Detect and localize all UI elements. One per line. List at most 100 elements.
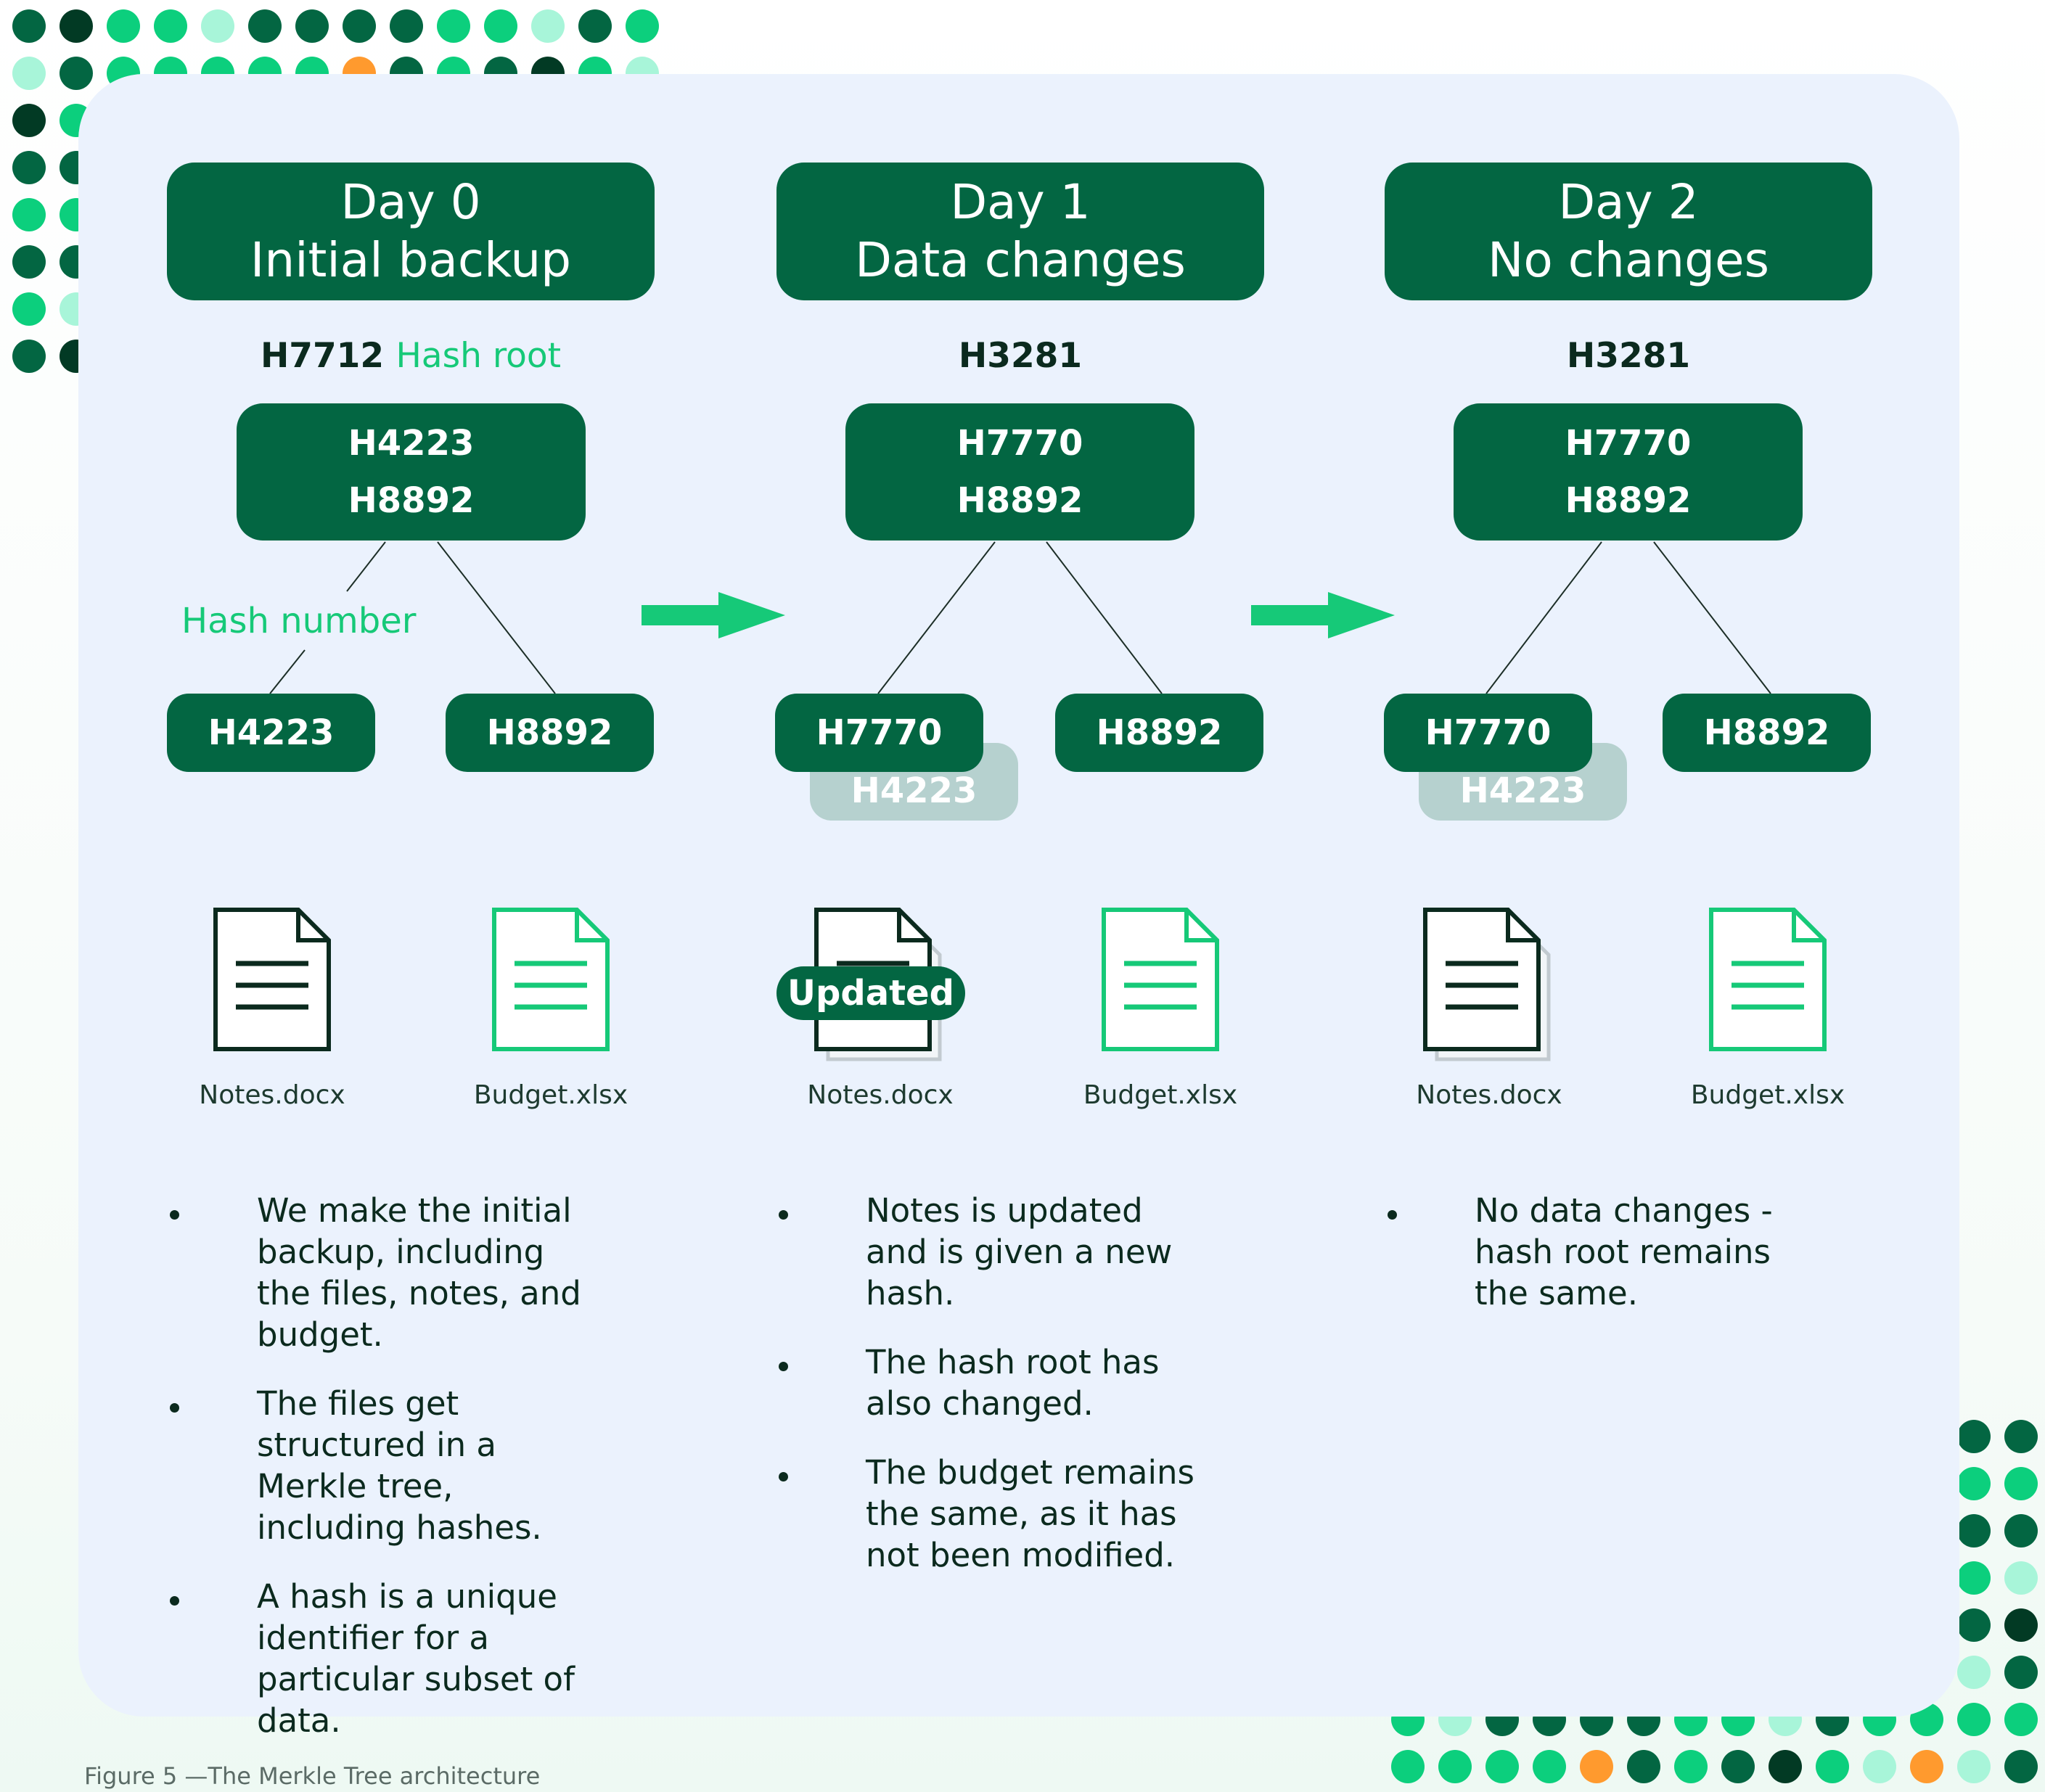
decorative-dot bbox=[1957, 1750, 1991, 1783]
decorative-dot bbox=[1391, 1750, 1425, 1783]
day-1-subtitle: Data changes bbox=[855, 232, 1186, 288]
decorative-dot bbox=[12, 198, 46, 231]
decorative-dot bbox=[1957, 1420, 1991, 1453]
decorative-dot bbox=[626, 9, 659, 43]
day-0-root-hash: H7712 bbox=[260, 336, 385, 376]
decorative-dot bbox=[295, 9, 329, 43]
decorative-dot bbox=[12, 292, 46, 326]
decorative-dot bbox=[1721, 1750, 1755, 1783]
decorative-dot bbox=[1910, 1750, 1943, 1783]
day-0-leaf-notes: H4223 bbox=[167, 694, 375, 772]
day-2-budget-filename: Budget.xlsx bbox=[1690, 1080, 1845, 1110]
list-item: Notes is updated and is given a new hash… bbox=[779, 1190, 1214, 1314]
day-1-parent-node: H7770 H8892 bbox=[845, 403, 1194, 541]
hash-number-note: Hash number bbox=[181, 601, 417, 641]
decorative-dot bbox=[2004, 1703, 2038, 1736]
decorative-dot bbox=[1957, 1561, 1991, 1595]
decorative-dot bbox=[1674, 1750, 1708, 1783]
day-1-parent-hash-1: H7770 bbox=[956, 422, 1083, 464]
day-0-leaf-budget: H8892 bbox=[446, 694, 654, 772]
list-item: The budget remains the same, as it has n… bbox=[779, 1452, 1214, 1576]
decorative-dot bbox=[60, 9, 93, 43]
day-0-root: H7712 Hash root bbox=[167, 332, 655, 380]
decorative-dot bbox=[390, 9, 423, 43]
decorative-dot bbox=[1485, 1750, 1519, 1783]
decorative-dot bbox=[2004, 1656, 2038, 1689]
diagram-panel bbox=[78, 74, 1959, 1717]
list-item: We make the initial backup, including th… bbox=[170, 1190, 605, 1355]
day-0-budget-filename: Budget.xlsx bbox=[473, 1080, 628, 1110]
decorative-dot bbox=[60, 57, 93, 90]
day-1-leaf-budget: H8892 bbox=[1055, 694, 1263, 772]
decorative-dot bbox=[2004, 1420, 2038, 1453]
decorative-dot bbox=[343, 9, 376, 43]
day-2-title: Day 2 bbox=[1558, 174, 1699, 230]
decorative-dot bbox=[2004, 1561, 2038, 1595]
figure-caption: Figure 5 —The Merkle Tree architecture bbox=[84, 1762, 541, 1790]
decorative-dot bbox=[1957, 1467, 1991, 1500]
day-2-subtitle: No changes bbox=[1487, 232, 1769, 288]
decorative-dot bbox=[2004, 1608, 2038, 1642]
decorative-dot bbox=[154, 9, 187, 43]
decorative-dot bbox=[1957, 1514, 1991, 1548]
day-0-notes-filename: Notes.docx bbox=[199, 1080, 345, 1110]
list-item: The files get structured in a Merkle tre… bbox=[170, 1383, 605, 1548]
list-item: A hash is a unique identifier for a part… bbox=[170, 1576, 605, 1741]
decorative-dot bbox=[1863, 1750, 1896, 1783]
decorative-dot bbox=[2004, 1467, 2038, 1500]
decorative-dot bbox=[12, 57, 46, 90]
day-2-leaf-budget: H8892 bbox=[1663, 694, 1871, 772]
day-2-notes-list: No data changes - hash root remains the … bbox=[1388, 1190, 1823, 1341]
day-1-budget-filename: Budget.xlsx bbox=[1083, 1080, 1238, 1110]
day-1-leaf-notes: H7770 bbox=[775, 694, 983, 772]
day-1-parent-hash-2: H8892 bbox=[956, 480, 1083, 521]
day-1-root-hash: H3281 bbox=[958, 336, 1083, 376]
list-item: No data changes - hash root remains the … bbox=[1388, 1190, 1823, 1314]
day-0-notes-list: We make the initial backup, including th… bbox=[170, 1190, 605, 1769]
decorative-dot bbox=[531, 9, 565, 43]
decorative-dot bbox=[437, 9, 470, 43]
decorative-dot bbox=[12, 245, 46, 279]
day-1-header: Day 1 Data changes bbox=[776, 163, 1264, 300]
day-0-parent-hash-1: H4223 bbox=[348, 422, 475, 464]
decorative-dot bbox=[578, 9, 612, 43]
decorative-dot bbox=[12, 9, 46, 43]
day-2-root: H3281 bbox=[1385, 332, 1872, 380]
decorative-dot bbox=[12, 151, 46, 184]
decorative-dot bbox=[1627, 1750, 1660, 1783]
day-2-parent-node: H7770 H8892 bbox=[1454, 403, 1803, 541]
decorative-dot bbox=[484, 9, 517, 43]
list-item: The hash root has also changed. bbox=[779, 1341, 1214, 1424]
decorative-dot bbox=[12, 340, 46, 373]
day-2-notes-filename: Notes.docx bbox=[1416, 1080, 1562, 1110]
day-0-title: Day 0 bbox=[340, 174, 481, 230]
decorative-dot bbox=[2004, 1514, 2038, 1548]
decorative-dot bbox=[1580, 1750, 1613, 1783]
day-1-root: H3281 bbox=[776, 332, 1264, 380]
decorative-dot bbox=[1438, 1750, 1472, 1783]
decorative-dot bbox=[201, 9, 234, 43]
day-2-leaf-notes: H7770 bbox=[1384, 694, 1592, 772]
decorative-dot bbox=[1533, 1750, 1566, 1783]
hash-root-note: Hash root bbox=[396, 336, 562, 376]
updated-badge: Updated bbox=[776, 966, 965, 1020]
day-2-header: Day 2 No changes bbox=[1385, 163, 1872, 300]
day-0-parent-hash-2: H8892 bbox=[348, 480, 475, 521]
decorative-dot bbox=[1957, 1703, 1991, 1736]
day-2-parent-hash-1: H7770 bbox=[1565, 422, 1692, 464]
decorative-dot bbox=[12, 104, 46, 137]
day-0-subtitle: Initial backup bbox=[250, 232, 572, 288]
decorative-dot bbox=[1957, 1656, 1991, 1689]
decorative-dot bbox=[2004, 1750, 2038, 1783]
decorative-dot bbox=[1957, 1608, 1991, 1642]
day-0-header: Day 0 Initial backup bbox=[167, 163, 655, 300]
decorative-dot bbox=[1769, 1750, 1802, 1783]
day-1-notes-filename: Notes.docx bbox=[807, 1080, 954, 1110]
day-0-parent-node: H4223 H8892 bbox=[237, 403, 586, 541]
day-1-title: Day 1 bbox=[950, 174, 1091, 230]
day-2-parent-hash-2: H8892 bbox=[1565, 480, 1692, 521]
day-2-root-hash: H3281 bbox=[1566, 336, 1691, 376]
day-1-notes-list: Notes is updated and is given a new hash… bbox=[779, 1190, 1214, 1603]
decorative-dot bbox=[1816, 1750, 1849, 1783]
decorative-dot bbox=[107, 9, 140, 43]
